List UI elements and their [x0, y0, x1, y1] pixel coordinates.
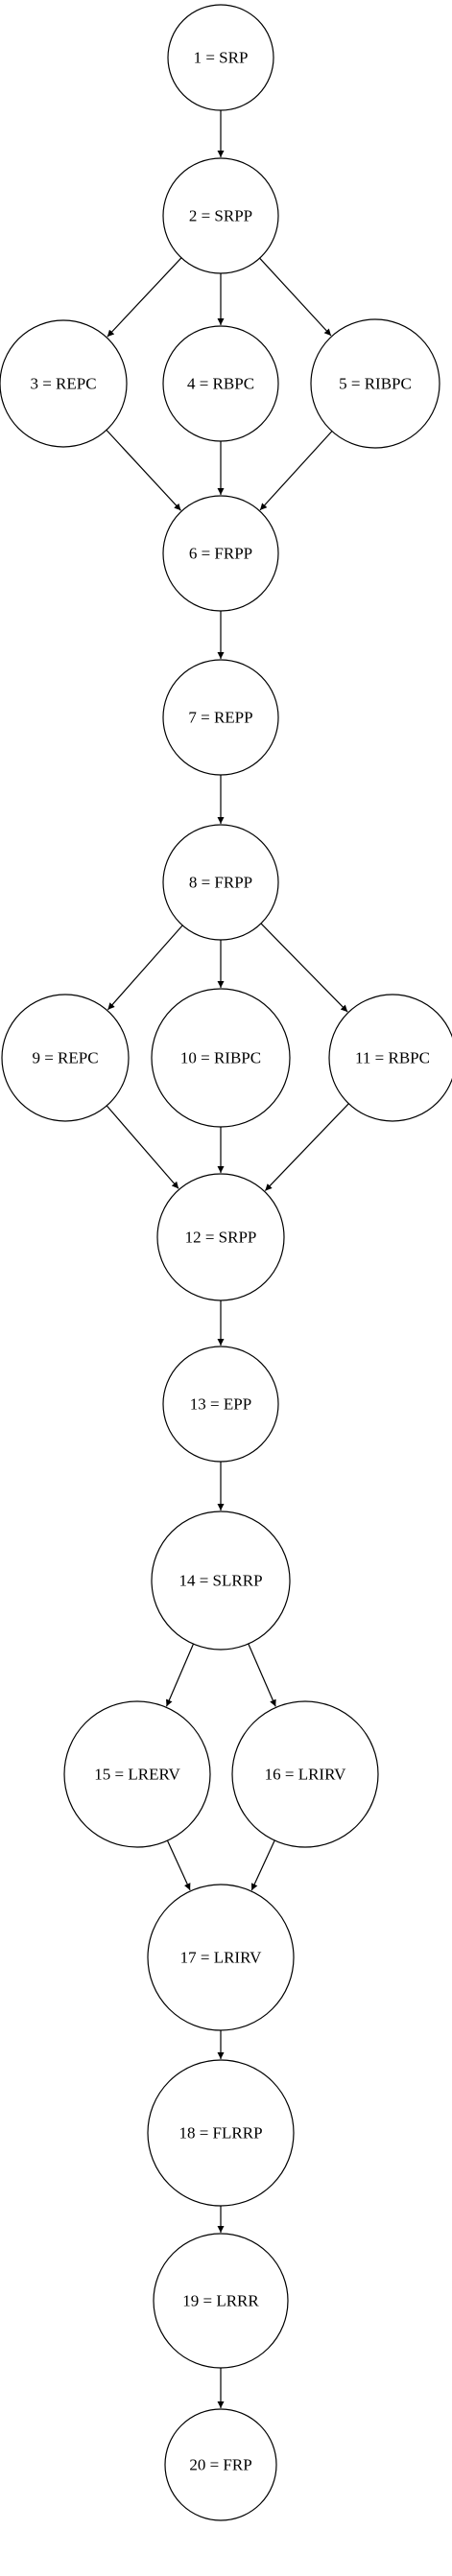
node-12: 12 = SRPP: [156, 1173, 285, 1301]
node-4: 4 = RBPC: [162, 325, 279, 442]
node-9: 9 = REPC: [1, 994, 130, 1122]
node-16-circle: [231, 1700, 379, 1848]
node-3-label: 3 = REPC: [30, 375, 96, 393]
node-4-label: 4 = RBPC: [187, 375, 254, 393]
node-1-circle: [167, 4, 274, 111]
node-10: 10 = RIBPC: [151, 988, 291, 1128]
node-12-circle: [156, 1173, 285, 1301]
node-11-circle: [328, 994, 452, 1122]
node-5-label: 5 = RIBPC: [339, 375, 412, 393]
edge-2-to-5: [259, 257, 332, 337]
node-6: 6 = FRPP: [162, 495, 279, 612]
edge-16-to-17: [250, 1839, 275, 1891]
node-15: 15 = LRERV: [63, 1700, 211, 1848]
node-5: 5 = RIBPC: [310, 318, 440, 449]
node-14-circle: [151, 1510, 291, 1651]
node-19-circle: [153, 2233, 289, 2369]
node-7-circle: [162, 659, 279, 776]
node-18-label: 18 = FLRRP: [178, 2124, 262, 2143]
node-5-circle: [310, 318, 440, 449]
node-20: 20 = FRP: [164, 2408, 277, 2521]
node-13: 13 = EPP: [162, 1346, 279, 1463]
node-17: 17 = LRIRV: [147, 1884, 295, 2031]
node-6-circle: [162, 495, 279, 612]
edge-14-to-15: [165, 1643, 195, 1707]
edge-3-to-6: [106, 429, 181, 511]
node-7-label: 7 = REPP: [188, 709, 252, 727]
node-3-circle: [0, 319, 128, 448]
node-18-circle: [147, 2059, 295, 2207]
node-2: 2 = SRPP: [162, 157, 279, 274]
node-12-label: 12 = SRPP: [185, 1229, 257, 1247]
node-14-label: 14 = SLRRP: [178, 1572, 262, 1590]
node-6-label: 6 = FRPP: [189, 545, 252, 563]
edge-8-to-9: [107, 925, 183, 1011]
node-16: 16 = LRIRV: [231, 1700, 379, 1848]
node-10-circle: [151, 988, 291, 1128]
edges-layer: [106, 110, 349, 2408]
node-8-label: 8 = FRPP: [189, 874, 252, 892]
node-18: 18 = FLRRP: [147, 2059, 295, 2207]
node-7: 7 = REPP: [162, 659, 279, 776]
edge-11-to-12: [264, 1103, 349, 1192]
edge-5-to-6: [259, 431, 333, 511]
node-2-label: 2 = SRPP: [189, 207, 252, 225]
node-1: 1 = SRP: [167, 4, 274, 111]
node-2-circle: [162, 157, 279, 274]
node-1-label: 1 = SRP: [194, 49, 249, 67]
edge-8-to-11: [260, 923, 348, 1013]
node-20-circle: [164, 2408, 277, 2521]
node-19-label: 19 = LRRR: [182, 2292, 259, 2310]
node-13-circle: [162, 1346, 279, 1463]
node-10-label: 10 = RIBPC: [180, 1049, 261, 1067]
node-4-circle: [162, 325, 279, 442]
node-9-label: 9 = REPC: [32, 1049, 98, 1067]
node-15-circle: [63, 1700, 211, 1848]
nodes-layer: 1 = SRP 2 = SRPP 3 = REPC 4 = RBPC 5 = RIBPC…: [0, 4, 452, 2521]
node-14: 14 = SLRRP: [151, 1510, 291, 1651]
node-17-label: 17 = LRIRV: [180, 1949, 262, 1967]
node-11-label: 11 = RBPC: [355, 1049, 430, 1067]
node-11: 11 = RBPC: [328, 994, 452, 1122]
edge-14-to-16: [248, 1643, 276, 1707]
node-9-circle: [1, 994, 130, 1122]
node-16-label: 16 = LRIRV: [265, 1766, 346, 1784]
edge-2-to-3: [107, 257, 182, 338]
node-3: 3 = REPC: [0, 319, 128, 448]
node-15-label: 15 = LRERV: [94, 1766, 180, 1784]
node-19: 19 = LRRR: [153, 2233, 289, 2369]
edge-15-to-17: [166, 1839, 191, 1891]
node-13-label: 13 = EPP: [190, 1395, 251, 1414]
node-20-label: 20 = FRP: [189, 2456, 251, 2474]
node-17-circle: [147, 1884, 295, 2031]
node-8: 8 = FRPP: [162, 824, 279, 941]
edge-9-to-12: [106, 1105, 179, 1189]
node-8-circle: [162, 824, 279, 941]
